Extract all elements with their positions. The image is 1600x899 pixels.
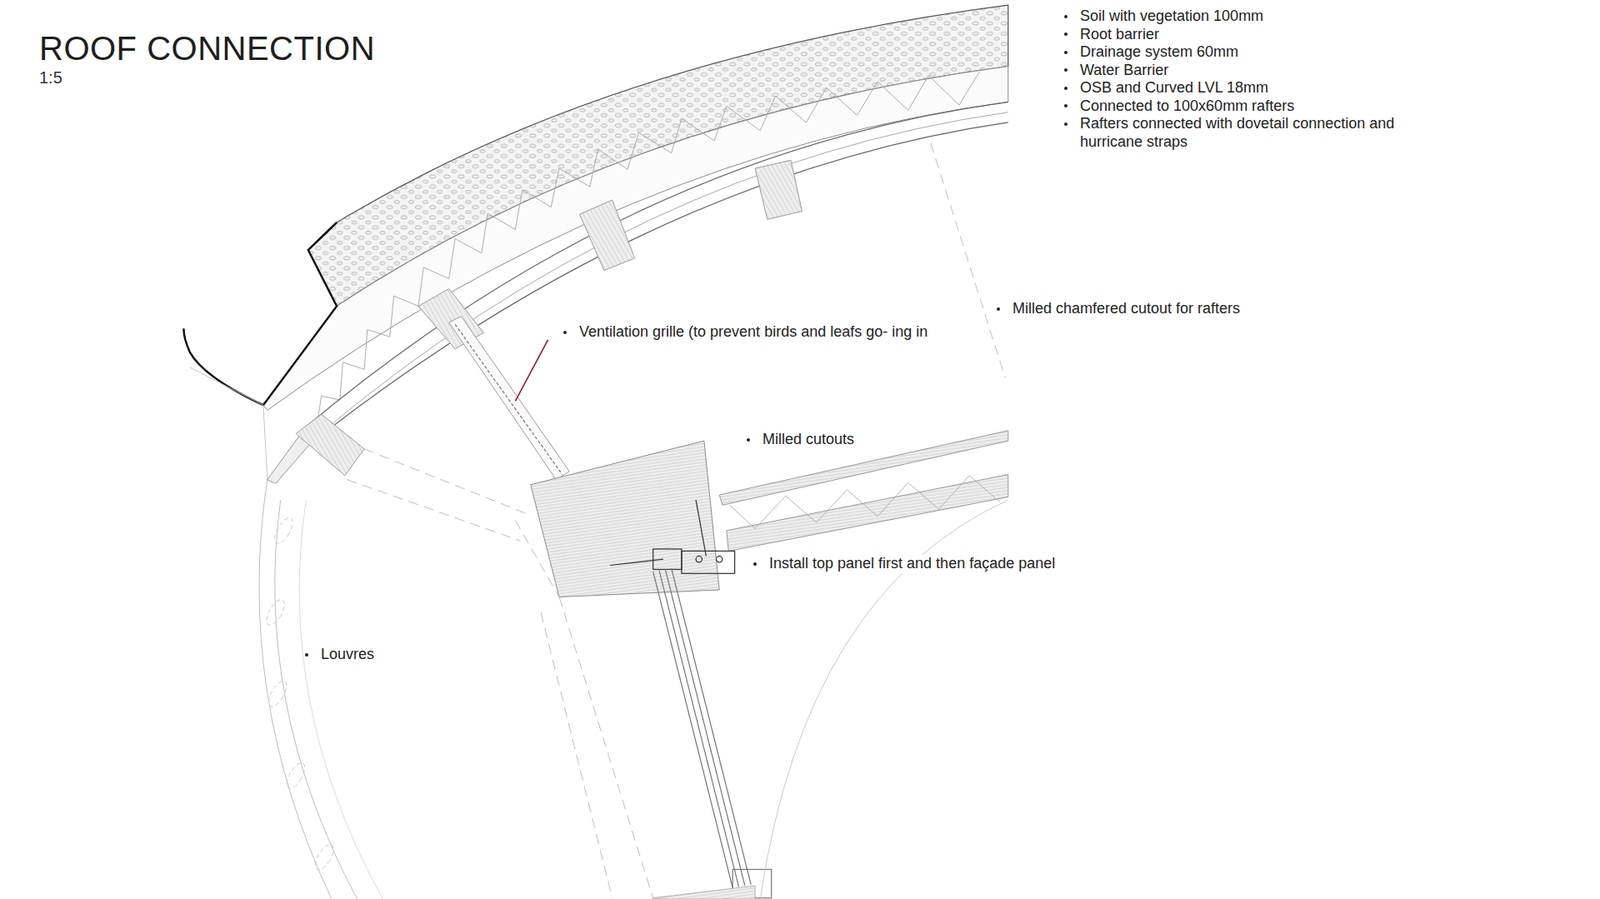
layer-note: Root barrier (1078, 25, 1429, 45)
layer-note: Connected to 100x60mm rafters (1078, 97, 1429, 116)
callout-note: Milled chamfered cutout for rafters (1010, 300, 1242, 319)
callout-note: Milled cutouts (760, 430, 856, 450)
layer-note: Rafters connected with dovetail connecti… (1078, 115, 1429, 151)
layer-note: OSB and Curved LVL 18mm (1078, 79, 1429, 98)
callout-note: Louvres (319, 645, 376, 665)
layer-note: Water Barrier (1078, 61, 1429, 80)
layer-notes: Soil with vegetation 100mmRoot barrierDr… (1078, 7, 1429, 151)
scale-note: 1:5 (39, 68, 63, 88)
layer-note: Soil with vegetation 100mm (1078, 7, 1429, 26)
callout-note: Ventilation grille (to prevent birds and… (577, 323, 965, 342)
drawing-title: ROOF CONNECTION (39, 30, 375, 68)
callout-note: Install top panel first and then façade … (767, 555, 1057, 574)
layer-note: Drainage system 60mm (1078, 43, 1429, 62)
